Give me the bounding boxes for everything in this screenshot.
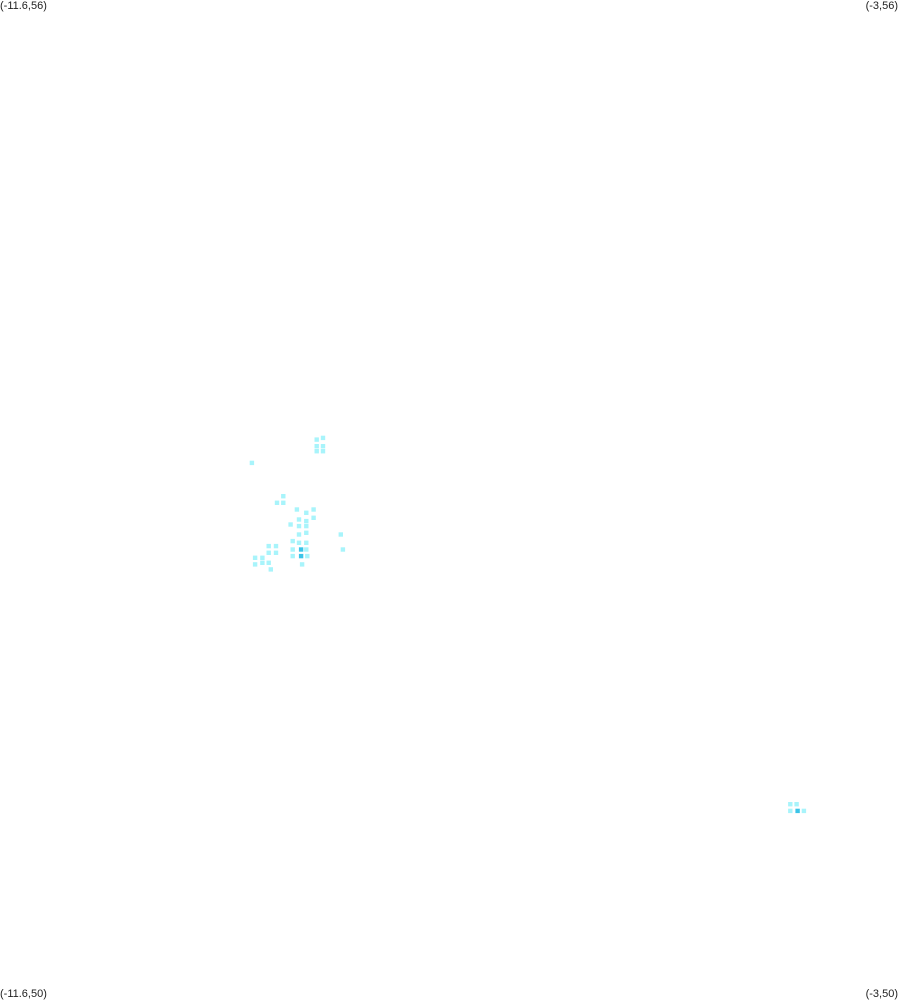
density-cell	[794, 802, 799, 807]
density-cell	[296, 540, 302, 545]
density-cell	[296, 517, 302, 522]
density-cell	[788, 808, 793, 814]
density-cell	[288, 522, 293, 527]
corner-label-top-left: (-11.6,56)	[0, 0, 47, 12]
density-cell	[249, 460, 255, 466]
density-cell	[266, 550, 271, 555]
density-cell	[311, 515, 316, 520]
density-cell	[304, 510, 309, 515]
density-cell	[266, 560, 271, 565]
density-cell	[290, 547, 295, 552]
density-cell	[320, 449, 326, 454]
density-cell	[273, 543, 279, 549]
density-cell	[795, 808, 800, 814]
density-cell	[314, 444, 319, 449]
density-cell	[294, 507, 300, 512]
density-cell	[281, 494, 286, 499]
density-cell	[299, 562, 305, 567]
density-cell	[290, 553, 295, 559]
density-cell	[320, 435, 326, 441]
density-cell	[311, 507, 316, 512]
density-cell	[320, 444, 326, 449]
corner-label-top-right: (-3,56)	[865, 0, 898, 12]
density-cell	[801, 808, 807, 814]
density-cell	[298, 553, 304, 559]
density-cell	[281, 500, 286, 505]
density-cell	[268, 567, 273, 572]
density-cell	[273, 550, 279, 555]
density-cell	[304, 518, 309, 524]
density-cell	[252, 555, 258, 560]
density-cell	[314, 449, 319, 454]
density-cell	[788, 802, 793, 807]
density-cell	[290, 538, 295, 544]
density-cell	[260, 555, 265, 560]
density-cell	[314, 437, 319, 442]
density-cell	[266, 543, 271, 549]
density-cell	[305, 553, 310, 559]
density-cell	[340, 547, 346, 552]
density-cell	[304, 523, 309, 529]
density-cell	[260, 560, 265, 565]
density-cell	[338, 532, 343, 537]
density-cell	[296, 523, 302, 529]
density-cell	[252, 562, 258, 567]
density-cell	[274, 500, 280, 505]
density-cell	[304, 547, 309, 552]
corner-label-bottom-left: (-11.6,50)	[0, 988, 47, 1000]
density-cell	[304, 540, 309, 545]
corner-label-bottom-right: (-3,50)	[865, 988, 898, 1000]
density-cell	[304, 530, 309, 535]
density-cells	[249, 435, 807, 814]
density-cell	[296, 532, 302, 537]
density-cell	[298, 547, 304, 552]
